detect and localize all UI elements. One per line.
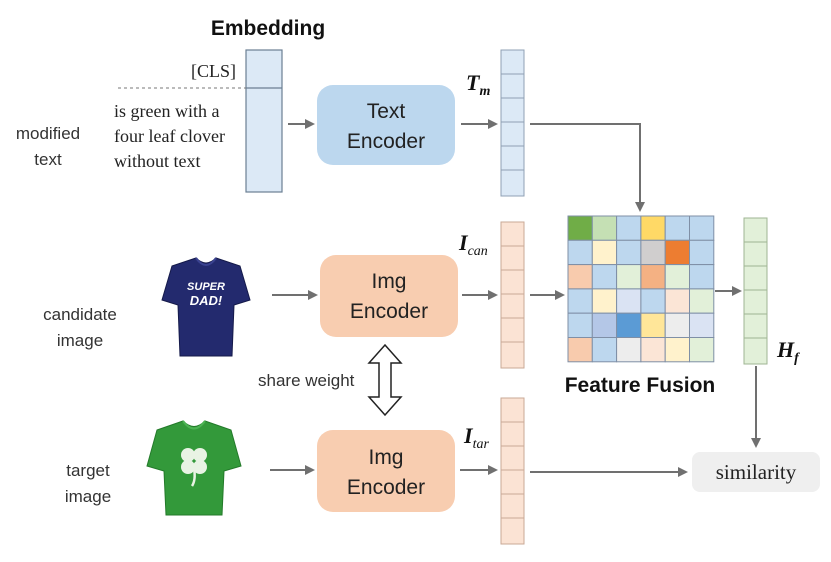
- arrow-tm-to-fusion: [530, 123, 645, 212]
- candidate-shirt-image: SUPER DAD!: [161, 257, 251, 357]
- text-encoder-label-2: Encoder: [347, 130, 425, 153]
- fusion-cell: [664, 264, 691, 290]
- fusion-cell: [616, 215, 642, 241]
- fusion-cell: [689, 288, 715, 314]
- embedding-column: [245, 49, 283, 193]
- text-encoder-label-1: Text: [367, 100, 406, 123]
- share-weight-label: share weight: [258, 371, 355, 390]
- text-line-2: four leaf clover: [114, 126, 225, 146]
- candidate-img-encoder-box: [320, 255, 458, 337]
- candidate-img-encoder-label-1: Img: [371, 270, 406, 293]
- i-tar-symbol: Itar: [463, 423, 489, 452]
- modified-text-label-1: modified: [16, 124, 80, 143]
- fusion-cell: [664, 337, 691, 363]
- fusion-cell: [689, 264, 715, 290]
- cls-token: [CLS]: [191, 61, 236, 81]
- target-shirt-image: [146, 420, 242, 516]
- target-img-encoder-label-1: Img: [368, 446, 403, 469]
- fusion-cell: [640, 312, 666, 339]
- fusion-cell: [689, 312, 715, 339]
- fusion-cell: [567, 312, 593, 339]
- target-feature-column: [500, 397, 525, 545]
- fusion-cell: [640, 239, 666, 266]
- i-can-symbol: Ican: [458, 230, 488, 259]
- fusion-cell: [616, 264, 642, 290]
- fusion-cell: [591, 288, 618, 314]
- fusion-cell: [640, 264, 666, 290]
- fusion-cell: [664, 288, 691, 314]
- text-line-1: is green with a: [114, 101, 219, 121]
- fusion-cell: [664, 215, 691, 241]
- fusion-cell: [616, 239, 642, 266]
- candidate-image-label-2: image: [57, 331, 103, 350]
- h-f-symbol: Hf: [776, 337, 800, 366]
- candidate-shirt-text-2: DAD!: [190, 293, 223, 308]
- fusion-cell: [640, 215, 666, 241]
- target-image-label-1: target: [66, 461, 110, 480]
- fusion-cell: [616, 337, 642, 363]
- text-feature-column: [500, 49, 525, 197]
- candidate-shirt-text-1: SUPER: [187, 281, 225, 293]
- feature-fusion-label: Feature Fusion: [565, 374, 716, 397]
- fusion-cell: [567, 264, 593, 290]
- similarity-label: similarity: [716, 460, 797, 484]
- fusion-cell: [567, 288, 593, 314]
- fusion-cell: [616, 312, 642, 339]
- fusion-cell: [567, 337, 593, 363]
- fusion-cell: [591, 215, 618, 241]
- embedding-title: Embedding: [211, 17, 325, 40]
- fusion-cell: [664, 239, 691, 266]
- similarity-box: [692, 452, 820, 492]
- fusion-cell: [664, 312, 691, 339]
- fusion-cell: [640, 337, 666, 363]
- fusion-cell: [591, 337, 618, 363]
- fusion-cell: [591, 264, 618, 290]
- fusion-cell: [640, 288, 666, 314]
- fusion-cell: [689, 337, 715, 363]
- fusion-cell: [567, 239, 593, 266]
- fusion-cell: [591, 239, 618, 266]
- fusion-cell: [689, 215, 715, 241]
- candidate-img-encoder-label-2: Encoder: [350, 300, 428, 323]
- fusion-grid: [567, 215, 715, 363]
- fusion-cell: [591, 312, 618, 339]
- text-line-3: without text: [114, 151, 201, 171]
- target-image-label-2: image: [65, 487, 111, 506]
- t-m-symbol: Tm: [466, 70, 490, 99]
- modified-text-label-2: text: [34, 150, 62, 169]
- fusion-cell: [689, 239, 715, 266]
- fused-feature-column: [743, 217, 768, 365]
- share-weight-double-arrow: [367, 343, 403, 417]
- target-img-encoder-box: [317, 430, 455, 512]
- clover-icon: [181, 448, 207, 487]
- text-encoder-box: [317, 85, 455, 165]
- target-img-encoder-label-2: Encoder: [347, 476, 425, 499]
- candidate-feature-column: [500, 221, 525, 369]
- fusion-cell: [616, 288, 642, 314]
- candidate-image-label-1: candidate: [43, 305, 117, 324]
- fusion-cell: [567, 215, 593, 241]
